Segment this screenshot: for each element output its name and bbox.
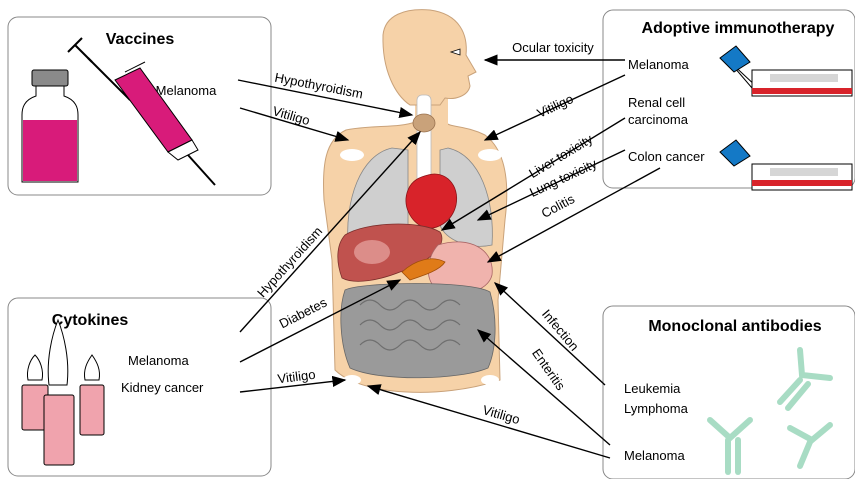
adoptive-immunotherapy-panel: Adoptive immunotherapy Melanoma Renal ce… — [603, 10, 855, 190]
antibodies-cancer-lymphoma: Lymphoma — [624, 401, 689, 416]
cytokines-panel: Cytokines Melanoma Kidney cancer — [8, 298, 271, 476]
arrow-antibody-vitiligo — [368, 386, 610, 458]
adoptive-cancer-renal: Renal cell — [628, 95, 685, 110]
vaccines-title: Vaccines — [106, 31, 175, 48]
intestines — [341, 284, 495, 378]
arrow-antibody-enteritis — [478, 330, 610, 445]
antibodies-cancer-melanoma: Melanoma — [624, 448, 685, 463]
vaccines-cancer-melanoma: Melanoma — [156, 83, 217, 98]
cytokines-cancer-kidney: Kidney cancer — [121, 380, 204, 395]
adoptive-title: Adoptive immunotherapy — [642, 20, 835, 37]
adoptive-cancer-carcinoma: carcinoma — [628, 112, 689, 127]
label-cytokine-diabetes: Diabetes — [277, 294, 330, 331]
adoptive-cancer-colon: Colon cancer — [628, 149, 705, 164]
cytokines-title: Cytokines — [52, 312, 129, 329]
label-adoptive-vitiligo: Vitiligo — [535, 91, 576, 121]
label-antibody-vitiligo: Vitiligo — [481, 402, 522, 427]
label-cytokine-hypothyroidism: Hypothyroidism — [254, 224, 325, 301]
antibodies-cancer-leukemia: Leukemia — [624, 381, 681, 396]
monoclonal-antibodies-panel: Monoclonal antibodies Leukemia Lymphoma … — [603, 306, 855, 479]
cytokines-cancer-melanoma: Melanoma — [128, 353, 189, 368]
arrow-adoptive-colitis — [488, 168, 660, 262]
vaccines-panel: Vaccines Melanoma — [8, 17, 271, 195]
label-vaccine-vitiligo: Vitiligo — [271, 103, 312, 128]
label-adoptive-ocular: Ocular toxicity — [512, 40, 594, 55]
antibodies-title: Monoclonal antibodies — [648, 318, 821, 335]
label-antibody-enteritis: Enteritis — [529, 346, 569, 393]
thyroid — [413, 114, 435, 132]
adoptive-cancer-melanoma: Melanoma — [628, 57, 689, 72]
